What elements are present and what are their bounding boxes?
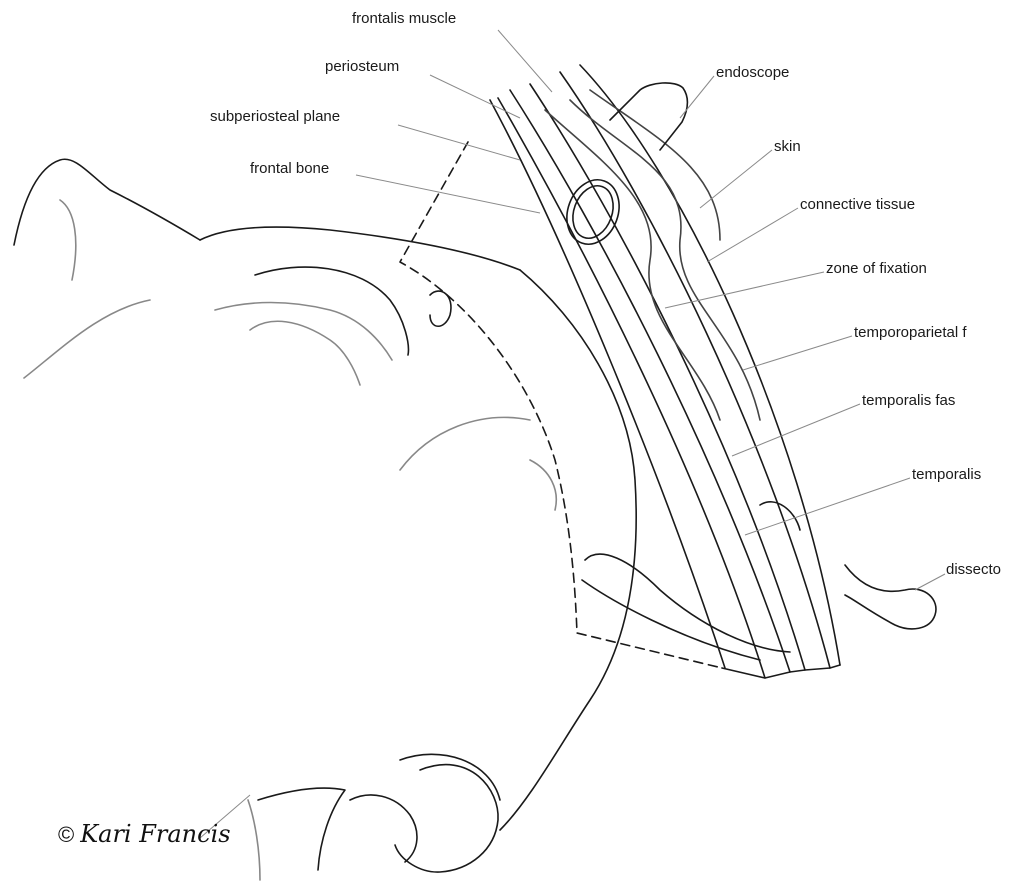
label-subperiosteal-plane: subperiosteal plane bbox=[210, 108, 340, 126]
leader-frontal-bone bbox=[356, 175, 540, 213]
endoscope-ring bbox=[558, 172, 628, 251]
label-endoscope: endoscope bbox=[716, 64, 789, 82]
leader-dissector bbox=[915, 574, 945, 590]
ear-inner bbox=[350, 795, 417, 862]
frontal-bone-layer bbox=[490, 100, 725, 668]
small-fold bbox=[530, 460, 556, 510]
label-connective-tissue: connective tissue bbox=[800, 196, 915, 214]
label-frontalis-muscle: frontalis muscle bbox=[352, 10, 456, 28]
dissector-tool-3 bbox=[582, 580, 760, 660]
label-temporalis-fascia: temporalis fas bbox=[862, 392, 1023, 410]
leader-endoscope bbox=[680, 76, 714, 118]
label-frontal-bone: frontal bone bbox=[250, 160, 329, 178]
leader-frontalis-muscle bbox=[498, 30, 552, 92]
cheek-line bbox=[24, 300, 150, 378]
dashed-flap-outline bbox=[400, 142, 722, 668]
artist-signature: ©Kari Francis bbox=[58, 820, 231, 848]
nose-line bbox=[60, 200, 76, 280]
layer-bottom-edge bbox=[722, 665, 840, 678]
outer-skin bbox=[580, 65, 840, 665]
dissector-tip bbox=[760, 502, 800, 530]
dissector-tool bbox=[845, 565, 936, 629]
eye-lower bbox=[250, 321, 360, 385]
temple-line bbox=[400, 417, 530, 470]
subgaleal-layer bbox=[530, 84, 805, 670]
copyright-symbol: © bbox=[58, 822, 74, 847]
label-zone-of-fixation: zone of fixation bbox=[826, 260, 927, 278]
ear-lobe bbox=[258, 788, 345, 870]
leader-zone-of-fixation bbox=[665, 272, 824, 308]
leader-temporalis-fascia bbox=[732, 404, 860, 456]
leader-temporalis bbox=[745, 478, 910, 535]
leader-skin bbox=[700, 150, 772, 208]
face-profile bbox=[14, 159, 200, 245]
inner-tissue-2 bbox=[570, 100, 760, 420]
label-dissector: dissecto bbox=[946, 561, 1023, 579]
skull-outline bbox=[500, 270, 636, 830]
leader-subperiosteal-plane bbox=[398, 125, 520, 160]
label-temporoparietal: temporoparietal f bbox=[854, 324, 1023, 342]
leader-temporoparietal bbox=[743, 336, 852, 370]
dissector-tool-2 bbox=[585, 554, 790, 652]
label-skin: skin bbox=[774, 138, 801, 156]
inner-tissue-1 bbox=[545, 110, 720, 420]
eye-lid bbox=[215, 303, 392, 361]
leader-periosteum bbox=[430, 75, 520, 118]
label-temporalis: temporalis bbox=[912, 466, 981, 484]
jaw-line bbox=[248, 800, 260, 880]
label-periosteum: periosteum bbox=[325, 58, 399, 76]
brow-line bbox=[200, 227, 520, 270]
signature-text: Kari Francis bbox=[80, 820, 230, 848]
ear-helix bbox=[400, 754, 500, 800]
